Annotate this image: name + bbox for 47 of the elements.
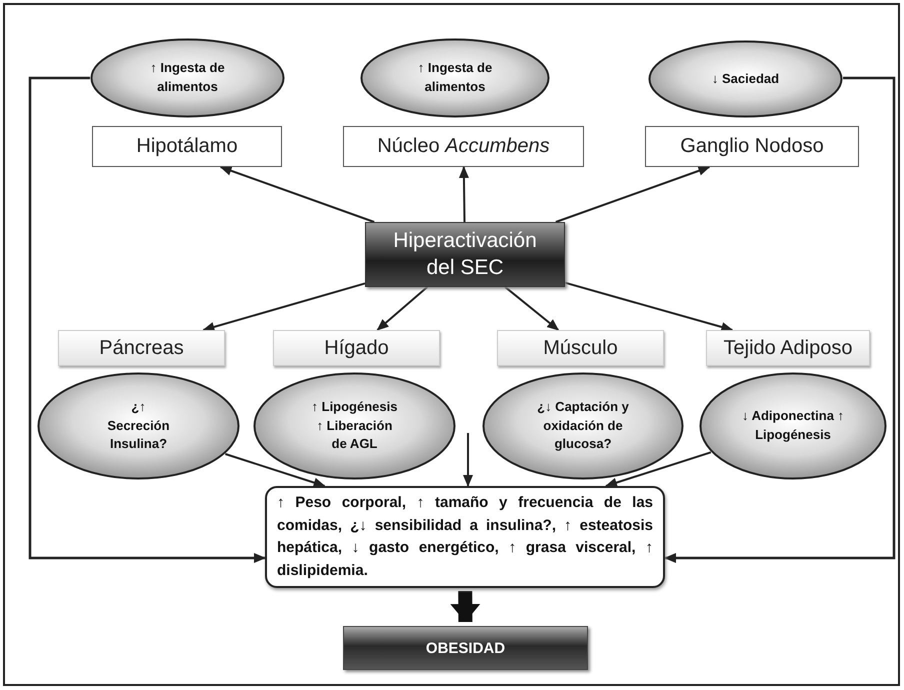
organ-box xyxy=(497,330,664,366)
region-label: Hipotálamo xyxy=(136,135,238,158)
ellipse-text: ¿↑ Secreción Insulina? xyxy=(106,398,171,454)
ellipse-text: ↑ Ingesta de alimentos xyxy=(149,59,226,96)
ellipse-node xyxy=(699,372,887,480)
outcome-box xyxy=(343,626,588,670)
effects-box xyxy=(265,486,665,588)
arrow xyxy=(564,282,734,332)
ellipse-text: ↑ Lipogénesis ↑ Liberación de AGL xyxy=(310,398,398,454)
ellipse-node xyxy=(360,38,550,118)
region-box xyxy=(645,126,859,167)
arrow xyxy=(220,166,375,223)
block-arrow xyxy=(450,590,480,622)
arrow xyxy=(555,166,710,223)
organ-box xyxy=(706,330,870,366)
organ-label: Músculo xyxy=(543,336,618,360)
ellipse-text: ↓ Saciedad xyxy=(710,70,780,88)
central-box xyxy=(365,222,565,287)
arrow xyxy=(664,76,896,563)
ellipse-text: ↑ Ingesta de alimentos xyxy=(416,59,494,96)
arrow xyxy=(463,433,473,487)
ellipse-text: ↓ Adiponectina ↑ Lipogénesis xyxy=(740,407,846,444)
organ-label: Hígado xyxy=(324,336,389,360)
organ-box xyxy=(58,330,225,366)
arrow xyxy=(28,76,266,563)
ellipse-node xyxy=(90,38,285,118)
arrow xyxy=(202,282,366,332)
arrow xyxy=(504,286,560,331)
outcome-label: OBESIDAD xyxy=(426,640,506,656)
arrow xyxy=(458,166,469,222)
central-label: Hiperactivación del SEC xyxy=(392,228,538,280)
arrow xyxy=(376,286,428,331)
ellipse-node xyxy=(482,372,684,480)
region-label: Núcleo Accumbens xyxy=(377,135,550,158)
ellipse-node xyxy=(253,372,456,480)
effects-text: ↑ Peso corporal, ↑ tamaño y frecuencia de las comidas, ¿↓ sensibilidad a insulina?, ↑ esteatosis hepática, ↓ gasto energético, ↑ grasa visceral, ↑ dislipidemia. xyxy=(277,493,653,580)
ellipse-text: ¿↓ Captación y oxidación de glucosa? xyxy=(536,398,630,454)
organ-label: Páncreas xyxy=(99,336,184,360)
ellipse-node xyxy=(648,40,843,118)
region-box xyxy=(343,126,584,167)
organ-box xyxy=(273,330,440,366)
organ-label: Tejido Adiposo xyxy=(724,336,852,360)
ellipse-node xyxy=(37,372,240,480)
arrow xyxy=(605,451,712,488)
region-label: Ganglio Nodoso xyxy=(680,135,824,158)
region-box xyxy=(92,126,282,167)
arrow xyxy=(225,453,326,488)
